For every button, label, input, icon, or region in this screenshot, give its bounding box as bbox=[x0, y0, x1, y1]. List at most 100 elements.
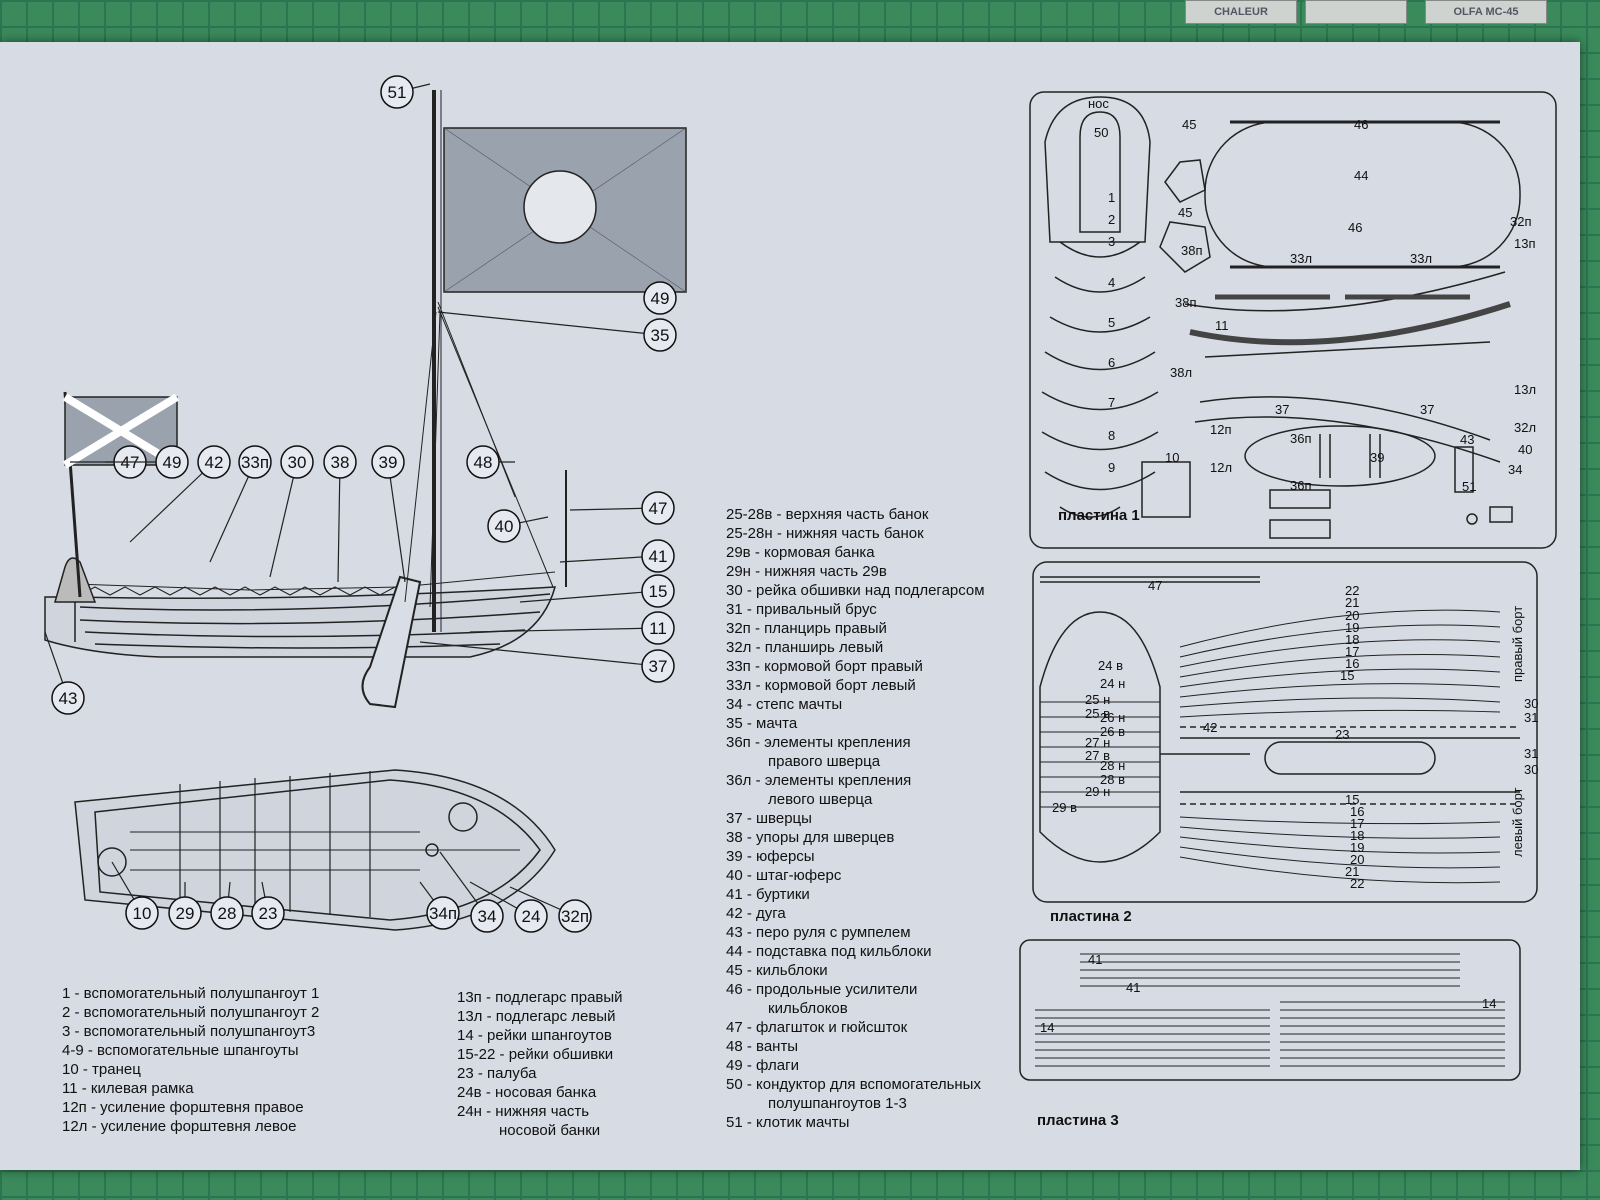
legend-line: 13л - подлегарс левый bbox=[457, 1008, 616, 1025]
part-45-blocks bbox=[1159, 159, 1211, 273]
callout-circle bbox=[426, 896, 460, 930]
leader-line bbox=[269, 461, 298, 578]
shrouds-48 bbox=[404, 301, 516, 608]
part-34-step bbox=[1489, 506, 1513, 523]
callout-label: 38 bbox=[331, 453, 350, 472]
legend-line: 4-9 - вспомогательные шпангоуты bbox=[62, 1042, 299, 1059]
part-47-strips bbox=[1040, 576, 1260, 583]
part-46-stiffeners bbox=[1230, 120, 1500, 269]
legend-line: 47 - флагшток и гюйсшток bbox=[726, 1019, 908, 1036]
part-number: 15 bbox=[1345, 792, 1359, 807]
part-number: 32л bbox=[1514, 420, 1536, 435]
part-number: 22 bbox=[1345, 583, 1359, 598]
callout-label: 43 bbox=[59, 689, 78, 708]
tool-label-2: OLFA MC-45 bbox=[1425, 0, 1547, 24]
callout-circle bbox=[197, 445, 231, 479]
plate-2-border bbox=[1032, 561, 1538, 903]
leeboard-37 bbox=[361, 575, 422, 709]
part-number: 44 bbox=[1354, 168, 1368, 183]
leader-line bbox=[437, 311, 661, 336]
callout-label: 49 bbox=[651, 289, 670, 308]
leader-line bbox=[469, 627, 659, 633]
part-number: 33л bbox=[1290, 251, 1312, 266]
legend-line: 25-28в - верхняя часть банок bbox=[726, 506, 929, 523]
part-13p bbox=[1184, 271, 1506, 312]
callout-label: 42 bbox=[205, 453, 224, 472]
parts-13l-32l bbox=[1194, 396, 1501, 463]
legend-line: 33п - кормовой борт правый bbox=[726, 658, 923, 675]
callout-label: 15 bbox=[649, 582, 668, 601]
legend-line: 42 - дуга bbox=[726, 905, 786, 922]
callout-circle bbox=[125, 896, 159, 930]
part-number: 45 bbox=[1178, 205, 1192, 220]
legend-line: 29н - нижняя часть 29в bbox=[726, 563, 887, 580]
callout-circle bbox=[641, 491, 675, 525]
part-number: 26 в bbox=[1100, 724, 1125, 739]
decorative-zigzag bbox=[79, 586, 411, 596]
leeboard-slots bbox=[1319, 434, 1381, 478]
legend-line: 24в - носовая банка bbox=[457, 1084, 597, 1101]
legend-line: 2 - вспомогательный полушпангоут 2 bbox=[62, 1004, 320, 1021]
part-43-rudder bbox=[1454, 446, 1474, 493]
part-number: 16 bbox=[1345, 656, 1359, 671]
part-number: 47 bbox=[1148, 578, 1162, 593]
part-number: 40 bbox=[1518, 442, 1532, 457]
tool-label-1: CHALEUR bbox=[1185, 0, 1297, 24]
part-51-truck bbox=[1466, 513, 1478, 525]
callout-label: 29 bbox=[176, 904, 195, 923]
planking-15-22-right bbox=[1179, 609, 1501, 718]
part-number: 39 bbox=[1370, 450, 1384, 465]
callout-label: 11 bbox=[649, 619, 667, 638]
callout-label: 48 bbox=[474, 453, 493, 472]
part-23-deck bbox=[1264, 741, 1436, 775]
legend-line: 46 - продольные усилители bbox=[726, 981, 918, 998]
legend-line: 32п - планцирь правый bbox=[726, 620, 887, 637]
part-number: 26 н bbox=[1100, 710, 1125, 725]
frames-1-9 bbox=[1041, 241, 1159, 518]
part-number: 14 bbox=[1040, 1020, 1054, 1035]
part-number: 36п bbox=[1290, 478, 1312, 493]
legend-line: 35 - мачта bbox=[726, 715, 798, 732]
callout-circle bbox=[251, 896, 285, 930]
callout-circle bbox=[558, 899, 592, 933]
part-number: 21 bbox=[1345, 864, 1359, 879]
callout-circle bbox=[280, 445, 314, 479]
legend-line: 15-22 - рейки обшивки bbox=[457, 1046, 614, 1063]
legend-line: 13п - подлегарс правый bbox=[457, 989, 623, 1006]
legend-line: 48 - ванты bbox=[726, 1038, 799, 1055]
callout-label: 51 bbox=[388, 83, 407, 102]
callout-label: 47 bbox=[649, 499, 668, 518]
part-number: 33л bbox=[1410, 251, 1432, 266]
part-number: 30 bbox=[1524, 762, 1538, 777]
callout-circle bbox=[470, 899, 504, 933]
callout-circle bbox=[641, 649, 675, 683]
legend-line: 45 - кильблоки bbox=[726, 962, 828, 979]
part-number: 18 bbox=[1345, 632, 1359, 647]
part-number: 25 в bbox=[1085, 706, 1110, 721]
part-number: 5 bbox=[1108, 315, 1115, 330]
part-number: 38п bbox=[1181, 243, 1203, 258]
leader-line bbox=[387, 461, 406, 583]
part-number: 42 bbox=[1203, 720, 1217, 735]
tool-blank bbox=[1305, 0, 1407, 24]
callout-label: 40 bbox=[495, 517, 514, 536]
hull-side bbox=[44, 586, 556, 658]
legend-line: 37 - шверцы bbox=[726, 810, 812, 827]
part-number: 34 bbox=[1508, 462, 1522, 477]
part-41-strips bbox=[1080, 953, 1460, 987]
legend-line: 12л - усиление форштевня левое bbox=[62, 1118, 297, 1135]
callout-label: 35 bbox=[651, 326, 670, 345]
legend-line: 41 - буртики bbox=[726, 886, 810, 903]
plate-1-border bbox=[1029, 91, 1557, 549]
part-number: 28 н bbox=[1100, 758, 1125, 773]
part-number: 17 bbox=[1345, 644, 1359, 659]
part-14-strips-left bbox=[1035, 1009, 1270, 1067]
leader-line bbox=[337, 461, 341, 583]
part-number: 12п bbox=[1210, 422, 1232, 437]
legend-line: 49 - флаги bbox=[726, 1057, 799, 1074]
part-number: 24 в bbox=[1098, 658, 1123, 673]
callout-label: 34п bbox=[429, 904, 457, 923]
